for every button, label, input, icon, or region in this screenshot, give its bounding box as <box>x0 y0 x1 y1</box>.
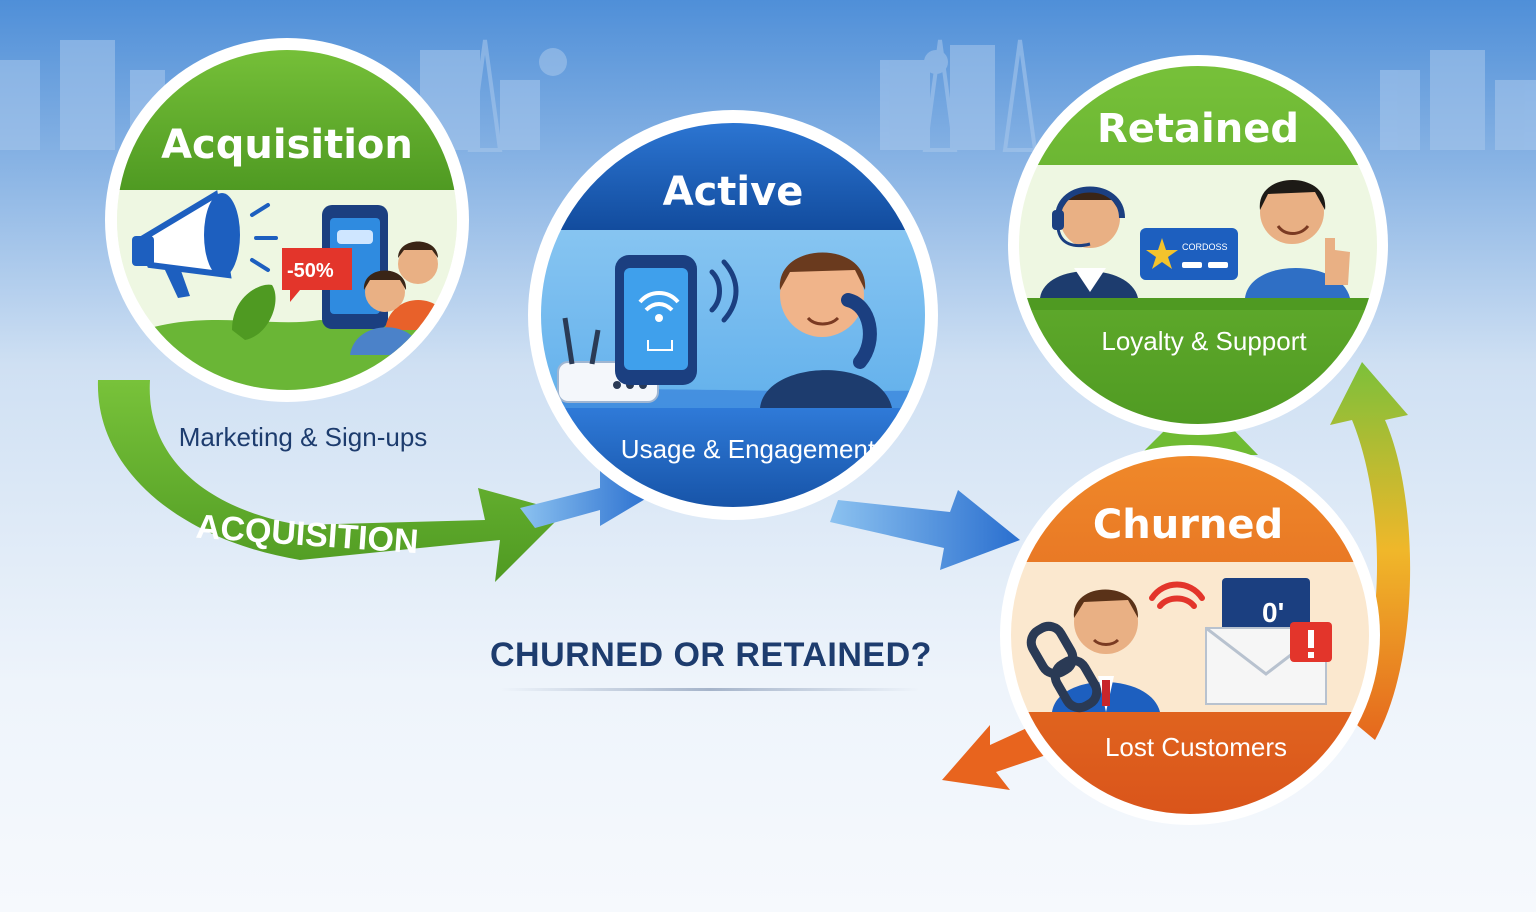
acquisition-caption: Marketing & Sign-ups <box>179 422 428 452</box>
loyalty-card-icon: CORDOSS <box>1140 228 1238 280</box>
user-on-phone-illustration <box>760 252 892 408</box>
active-caption: Usage & Engagement <box>621 434 876 464</box>
arrow-to-churned <box>830 490 1020 570</box>
stage-active: Active Usage & Engagement <box>528 110 938 520</box>
stage-acquisition: -50% Acquisition Marketing & Sign-ups <box>105 38 469 452</box>
acquisition-arrow-label: ACQUISITION <box>195 508 420 561</box>
stage-retained: CORDOSS Retained Loyalty & Support <box>1008 55 1388 435</box>
retained-title: Retained <box>1097 106 1299 152</box>
arrow-churned-loop <box>942 722 1055 790</box>
smartphone-wifi-icon <box>615 255 697 385</box>
active-title: Active <box>663 169 804 215</box>
megaphone-icon <box>132 190 278 298</box>
churned-title: Churned <box>1093 502 1283 548</box>
bill-icon: 0' <box>1222 578 1310 638</box>
question-underline <box>500 688 920 691</box>
support-agent-illustration <box>1040 186 1138 298</box>
acquisition-title: Acquisition <box>161 122 413 168</box>
alert-icon <box>1290 622 1332 662</box>
wifi-signal-icon <box>1149 581 1205 609</box>
happy-customer-illustration <box>1245 180 1350 298</box>
retained-caption: Loyalty & Support <box>1101 326 1307 356</box>
bill-text: 0' <box>1262 597 1284 628</box>
signal-waves-icon <box>709 259 739 323</box>
churned-caption: Lost Customers <box>1105 732 1287 762</box>
stage-churned: 0' Churned Lost Customers <box>1000 445 1380 825</box>
central-question: CHURNED OR RETAINED? <box>490 636 932 674</box>
broken-chain-icon <box>1026 621 1102 713</box>
discount-badge-text: -50% <box>287 260 334 282</box>
leaf-decoration <box>232 284 276 340</box>
thumbs-up-icon <box>1325 238 1350 285</box>
acquisition-arrow: ACQUISITION <box>97 380 565 582</box>
discount-badge: -50% <box>282 248 352 302</box>
loyalty-card-text: CORDOSS <box>1182 242 1228 252</box>
arrow-churned-to-retained <box>1330 362 1411 740</box>
city-skyline-background <box>0 39 1536 152</box>
